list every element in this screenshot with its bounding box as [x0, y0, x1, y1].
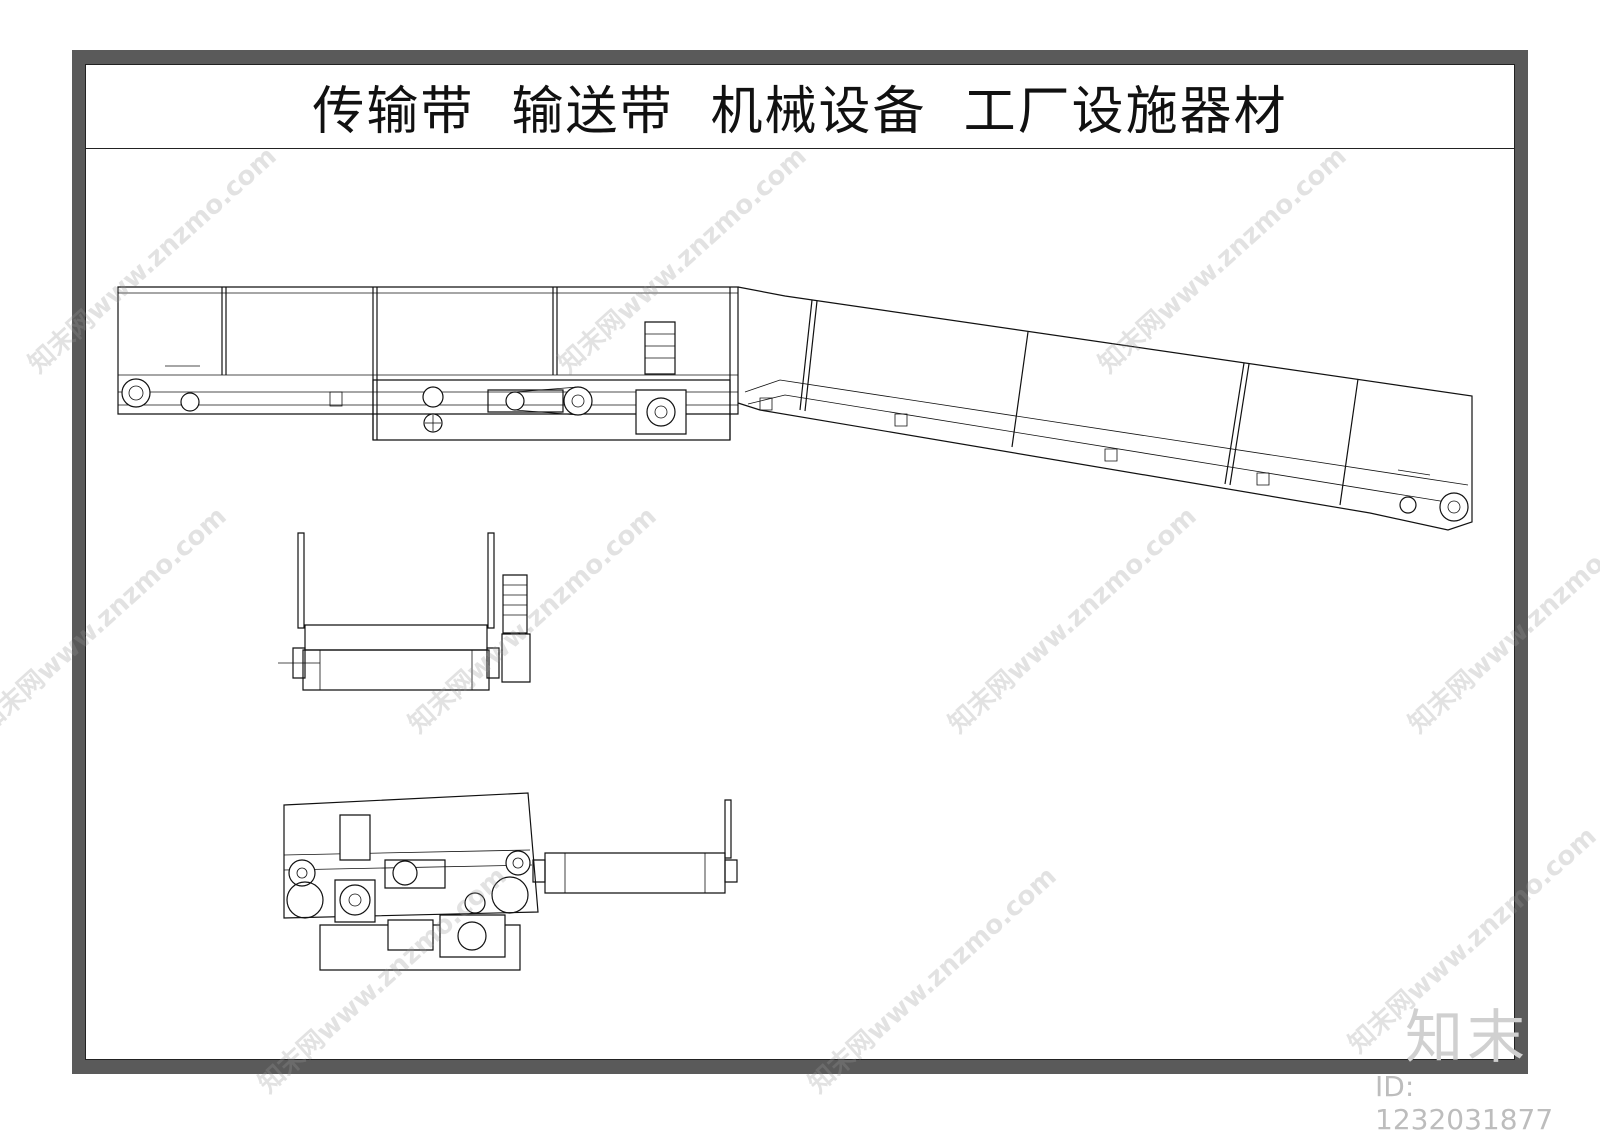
drawing-sheet: 传输带 输送带 机械设备 工厂设施器材 — [85, 64, 1515, 1060]
brand-logo: 知末 — [1405, 1003, 1530, 1071]
title-band: 传输带 输送带 机械设备 工厂设施器材 — [86, 65, 1514, 149]
image-id-label: ID: 1232031877 — [1375, 1070, 1554, 1136]
page-title: 传输带 输送带 机械设备 工厂设施器材 — [312, 82, 1288, 142]
